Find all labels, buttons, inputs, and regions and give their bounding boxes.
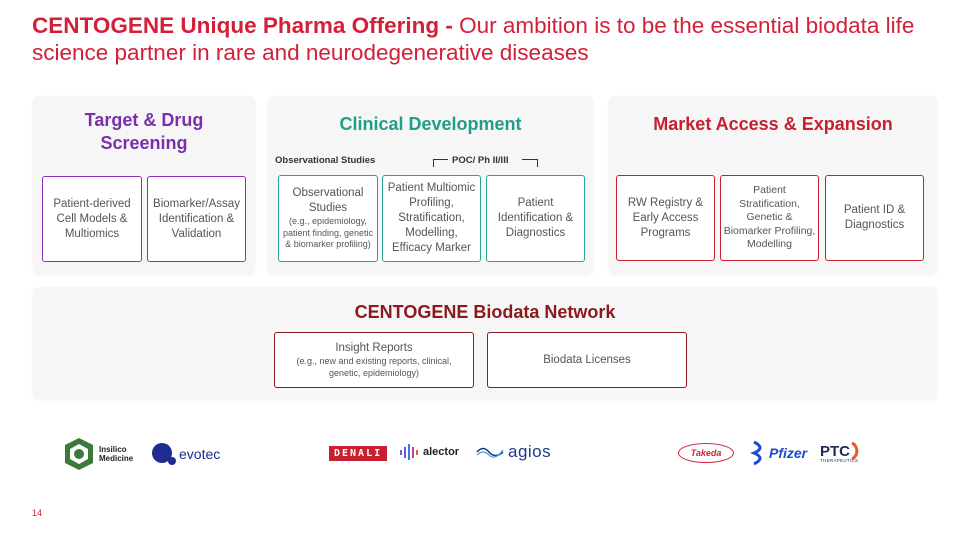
agios-wave-icon (476, 447, 504, 458)
poc-bracket-right (537, 159, 538, 167)
card-biodata-licenses: Biodata Licenses (487, 332, 687, 388)
ptc-text: PTC (820, 442, 850, 460)
target-drug-panel: Target & Drug Screening Patient-derived … (33, 96, 255, 274)
takeda-logo: Takeda (678, 443, 734, 463)
market-title: Market Access & Expansion (653, 114, 893, 134)
clinical-title: Clinical Development (339, 114, 522, 134)
card-label: Insight Reports (335, 342, 413, 354)
ptc-logo: PTC THERAPEUTICS (820, 441, 864, 463)
insilico-emblem-icon (65, 438, 93, 470)
card-label: Biomarker/Assay Identification & Validat… (153, 197, 240, 240)
card-patient-identification: Patient Identification & Diagnostics (486, 175, 585, 262)
target-drug-title: Target & Drug Screening (84, 110, 204, 153)
card-label: Patient Stratification, Genetic & Biomar… (723, 184, 816, 251)
page-title: CENTOGENE Unique Pharma Offering - Our a… (32, 12, 932, 66)
label-observational-studies: Observational Studies (275, 155, 376, 166)
card-patient-stratification: Patient Stratification, Genetic & Biomar… (720, 175, 819, 261)
insilico-logo: Insilico Medicine (63, 437, 141, 471)
card-label: Patient ID & Diagnostics (843, 204, 906, 231)
pfizer-text: Pfizer (769, 445, 808, 461)
ptc-arc-icon (851, 441, 859, 461)
card-patient-id-diagnostics: Patient ID & Diagnostics (825, 175, 924, 261)
card-biomarker-assay: Biomarker/Assay Identification & Validat… (147, 176, 246, 262)
card-rw-registry: RW Registry & Early Access Programs (616, 175, 715, 261)
insilico-text: Insilico Medicine (99, 445, 134, 463)
card-observational-studies: Observational Studies (e.g., epidemiolog… (278, 175, 378, 262)
pfizer-logo: Pfizer (750, 440, 807, 466)
title-bold: CENTOGENE Unique Pharma Offering - (32, 13, 460, 38)
market-access-panel: Market Access & Expansion RW Registry & … (609, 96, 937, 274)
alector-bars-icon (400, 444, 418, 460)
evotec-dot-icon (152, 443, 176, 465)
card-label: Patient Identification & Diagnostics (497, 197, 574, 239)
title-rest: Our ambition is to be the essential biod… (32, 13, 915, 65)
denali-logo: DENALI (329, 446, 388, 461)
poc-bracket-left (433, 159, 434, 167)
poc-bracket-line-right (522, 159, 538, 160)
card-label: Observational Studies (292, 187, 364, 215)
label-poc: POC/ Ph II/III (452, 155, 509, 166)
clinical-development-panel: Clinical Development Observational Studi… (268, 96, 593, 274)
ptc-mark: PTC (820, 441, 864, 461)
evotec-text: evotec (179, 446, 221, 462)
card-label: Biodata Licenses (543, 353, 631, 366)
card-detail: (e.g., new and existing reports, clinica… (296, 356, 452, 378)
alector-logo: alector (400, 443, 459, 461)
denali-text: DENALI (329, 446, 388, 461)
takeda-text: Takeda (690, 448, 722, 458)
ptc-subtext: THERAPEUTICS (820, 458, 859, 463)
agios-text: agios (508, 442, 552, 461)
alector-text: alector (423, 446, 460, 458)
card-label: RW Registry & Early Access Programs (627, 196, 704, 239)
pfizer-helix-icon (750, 440, 762, 466)
card-insight-reports: Insight Reports (e.g., new and existing … (274, 332, 474, 388)
card-patient-derived-cell-models: Patient-derived Cell Models & Multiomics (42, 176, 142, 262)
biodata-network-panel: CENTOGENE Biodata Network Insight Report… (33, 287, 937, 399)
takeda-oval: Takeda (678, 443, 734, 463)
agios-logo: agios (475, 442, 551, 462)
card-patient-multiomic: Patient Multiomic Profiling, Stratificat… (382, 175, 481, 262)
page-number: 14 (32, 508, 43, 518)
card-label: Patient-derived Cell Models & Multiomics (53, 197, 131, 240)
poc-bracket-line-left (433, 159, 448, 160)
network-title: CENTOGENE Biodata Network (354, 302, 616, 322)
evotec-logo: evotec (151, 442, 220, 466)
card-label: Patient Multiomic Profiling, Stratificat… (387, 182, 476, 254)
card-detail: (e.g., epidemiology, patient finding, ge… (282, 216, 374, 250)
